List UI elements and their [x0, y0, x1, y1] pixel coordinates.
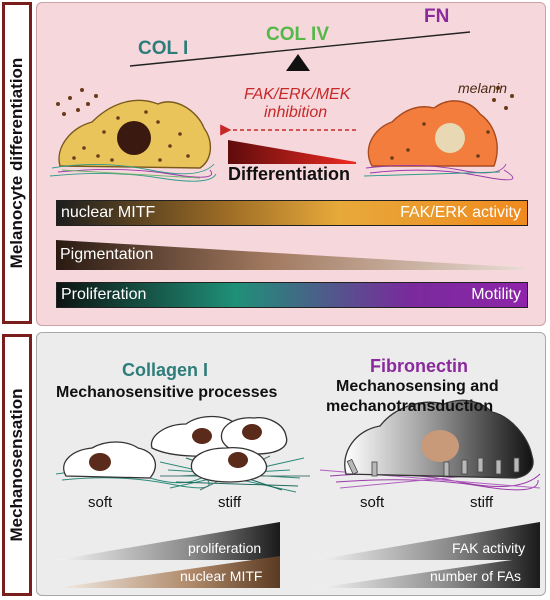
inhibition-label-line1: FAK/ERK/MEK: [244, 86, 351, 103]
melanin-granules-few: [390, 122, 490, 160]
side-label-mechanosensation: Mechanosensation: [2, 334, 32, 596]
fibronectin-cell-nucleus: [421, 430, 459, 462]
inhibition-label-line2: inhibition: [264, 104, 328, 121]
fak-erk-activity-label: FAK/ERK activity: [400, 204, 521, 221]
pigmentation-label: Pigmentation: [60, 246, 154, 263]
proliferation-motility-bar: Proliferation Motility: [56, 282, 528, 308]
balance-beam: [129, 31, 471, 67]
collagen-cell-soft: [63, 441, 156, 479]
balance-fulcrum: [286, 54, 310, 71]
cell-nucleus-light: [435, 123, 465, 153]
right-soft-label: soft: [360, 494, 385, 511]
left-soft-label: soft: [88, 494, 113, 511]
collagen-soft-nucleus: [89, 453, 111, 471]
undifferentiated-melanocyte-cell: [367, 86, 514, 167]
proliferation-label: Proliferation: [61, 286, 147, 303]
proliferation-wedge: [56, 522, 280, 560]
melanin-granules-inside: [72, 110, 190, 162]
cell-nucleus: [117, 121, 151, 155]
proliferation-wedge-label: proliferation: [188, 540, 262, 556]
col4-label: COL IV: [266, 24, 329, 45]
collagen-subtitle: Mechanosensitive processes: [56, 384, 278, 401]
fiber-mesh-right: [363, 163, 514, 181]
side-label-differentiation: Melanocyte differentiation: [2, 2, 32, 324]
differentiated-melanocyte-cell: [56, 88, 211, 169]
number-of-fas-wedge-label: number of FAs: [430, 568, 522, 584]
melanin-label: melanin: [458, 80, 508, 96]
fibronectin-cell: [344, 399, 534, 479]
differentiation-wedge: [228, 140, 356, 164]
fibronectin-title: Fibronectin: [370, 356, 468, 376]
right-stiff-label: stiff: [470, 494, 494, 511]
fibronectin-subtitle-1: Mechanosensing and: [336, 378, 499, 395]
fak-activity-wedge: [316, 522, 540, 560]
number-of-fas-wedge: [316, 556, 540, 588]
col1-label: COL I: [138, 38, 189, 59]
collagen-title: Collagen I: [122, 360, 209, 380]
left-stiff-label: stiff: [218, 494, 242, 511]
melanin-granules-outside-right: [492, 86, 514, 110]
motility-label: Motility: [471, 286, 521, 303]
fiber-mesh-left: [49, 163, 217, 182]
fn-label: FN: [424, 6, 450, 27]
nuclear-mitf-wedge: [56, 556, 280, 588]
fak-activity-wedge-label: FAK activity: [452, 540, 526, 556]
fibronectin-subtitle-2: mechanotransduction: [326, 398, 494, 415]
collagen-cells-stiff: [150, 415, 288, 483]
differentiation-label: Differentiation: [228, 164, 351, 184]
nuclear-mitf-wedge-label: nuclear MITF: [180, 568, 263, 584]
focal-adhesions: [346, 457, 520, 477]
mitf-fak-bar: nuclear MITF FAK/ERK activity: [56, 200, 528, 226]
nuclear-mitf-label: nuclear MITF: [61, 204, 156, 221]
melanin-granules-outside: [56, 88, 98, 116]
